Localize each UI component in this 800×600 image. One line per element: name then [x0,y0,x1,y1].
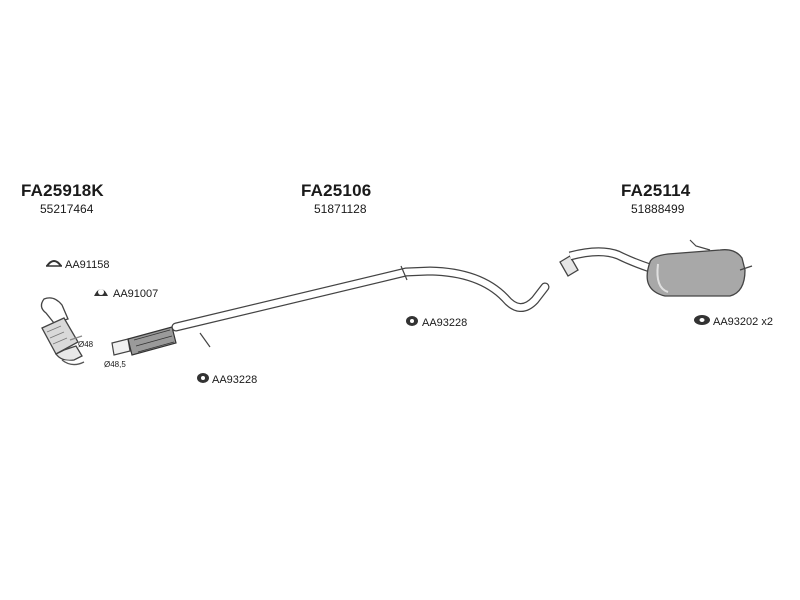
accessory-label-mount-right: AA93202 x2 [713,316,773,328]
oem-number-catalyst: 55217464 [40,202,94,216]
accessory-label-mount-middle: AA93228 [422,317,468,329]
dimension-label-48: Ø48 [78,340,94,349]
part-code-catalyst: FA25918K [21,181,104,200]
catalytic-converter [40,297,85,366]
oem-number-middle-pipe: 51871128 [314,202,367,216]
rubber-mount-icon-left [197,373,209,383]
part-code-middle-pipe: FA25106 [301,181,372,200]
rubber-mount-icon-right [694,315,710,325]
clamp-icon [46,260,62,267]
dimension-label-48-5: Ø48,5 [104,360,126,369]
part-code-rear-silencer: FA25114 [621,181,691,200]
accessory-label-clamp: AA91158 [65,259,110,271]
middle-pipe [111,265,550,356]
gasket-icon [94,289,108,296]
accessory-label-mount-left: AA93228 [212,374,258,386]
accessory-label-gasket: AA91007 [113,288,159,300]
oem-number-rear-silencer: 51888499 [631,202,685,216]
rear-silencer [559,239,753,297]
rubber-mount-icon-middle [406,316,418,326]
